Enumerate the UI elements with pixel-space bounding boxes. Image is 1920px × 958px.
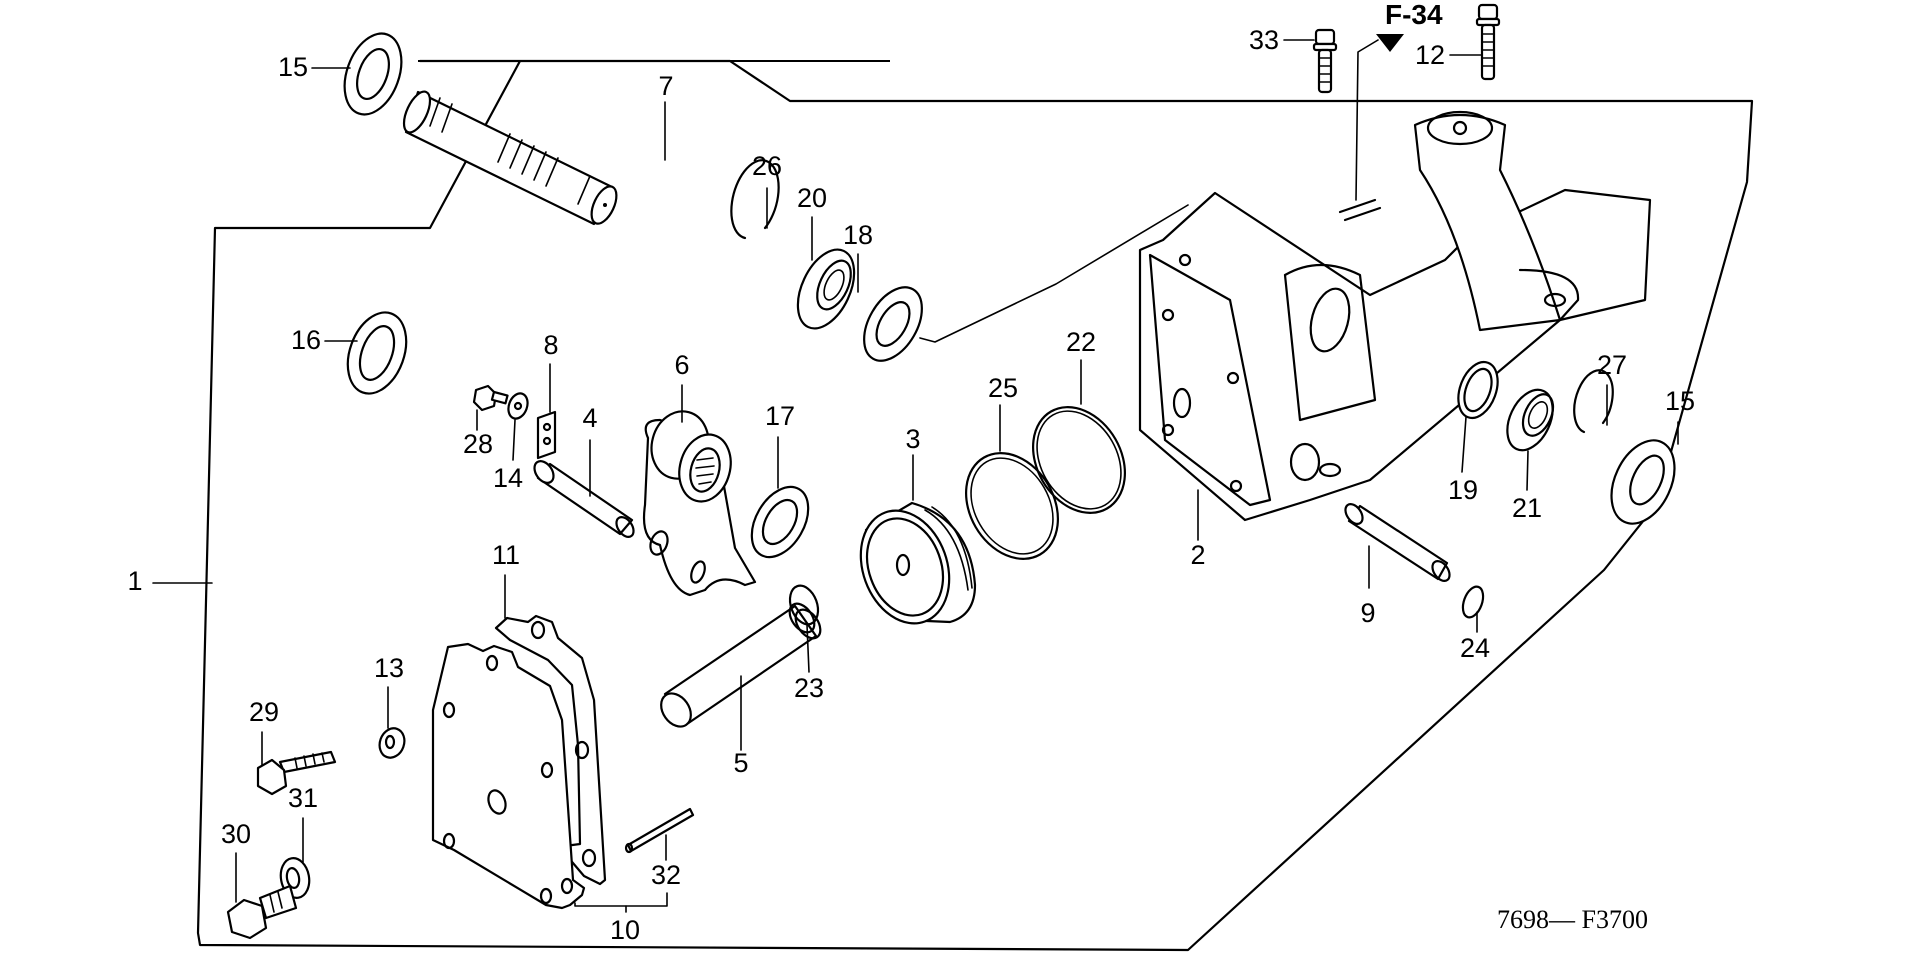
reference-arrow-line xyxy=(1355,39,1379,201)
reference-arrow-icon xyxy=(1376,34,1404,52)
part-26-snap-ring[interactable] xyxy=(730,159,780,240)
callout-33[interactable]: 33 xyxy=(1249,25,1279,55)
callout-4[interactable]: 5 xyxy=(733,748,748,778)
part-14-washer[interactable] xyxy=(505,391,531,422)
callout-14[interactable]: 14 xyxy=(493,463,523,493)
leader-line xyxy=(1461,416,1467,473)
part-18-washer[interactable] xyxy=(852,277,934,370)
part-20-bearing[interactable] xyxy=(786,241,865,337)
callout-19[interactable]: 19 xyxy=(1448,475,1478,505)
leader-line xyxy=(1526,450,1529,491)
part-17-washer[interactable] xyxy=(740,477,820,567)
callout-22[interactable]: 22 xyxy=(1066,327,1096,357)
callout-29[interactable]: 29 xyxy=(249,697,279,727)
callout-30[interactable]: 30 xyxy=(221,819,251,849)
callout-6[interactable]: 6 xyxy=(674,350,689,380)
part-22-ring[interactable] xyxy=(1015,391,1144,530)
part-4-pin[interactable] xyxy=(655,599,825,732)
part-25-ring[interactable] xyxy=(948,437,1077,576)
leader-line xyxy=(512,419,516,461)
part-30-drain-bolt[interactable] xyxy=(226,884,298,940)
callout-18[interactable]: 18 xyxy=(843,220,873,250)
callout-13[interactable]: 13 xyxy=(374,653,404,683)
part-3-piston[interactable] xyxy=(846,498,977,636)
sub-assembly-bracket xyxy=(574,892,668,907)
callout-16[interactable]: 16 xyxy=(291,325,321,355)
callout-17[interactable]: 17 xyxy=(765,401,795,431)
leader-line xyxy=(919,204,1189,343)
part-32-dowel-pin[interactable] xyxy=(624,807,695,854)
callout-7[interactable]: 7 xyxy=(658,71,673,101)
callout-9[interactable]: 9 xyxy=(1360,598,1375,628)
part-2-gear-case[interactable] xyxy=(1138,110,1652,522)
part-8-plate[interactable] xyxy=(536,410,557,460)
part-5-pin[interactable] xyxy=(531,458,637,540)
reference-label[interactable]: F-34 xyxy=(1385,0,1443,30)
callout-8[interactable]: 8 xyxy=(543,330,558,360)
callout-24[interactable]: 24 xyxy=(1460,633,1490,663)
callout-5[interactable]: 4 xyxy=(582,403,597,433)
part-19-seal[interactable] xyxy=(1451,357,1505,424)
part-33-bolt[interactable] xyxy=(1312,28,1338,94)
callout-10[interactable]: 10 xyxy=(610,915,640,945)
callout-32[interactable]: 32 xyxy=(651,860,681,890)
part-9-pin[interactable] xyxy=(1342,501,1453,584)
callout-11[interactable]: 11 xyxy=(492,540,520,570)
callout-27[interactable]: 27 xyxy=(1597,350,1627,380)
callout-26[interactable]: 26 xyxy=(752,151,782,181)
part-13-washer[interactable] xyxy=(376,725,409,761)
callout-1[interactable]: 1 xyxy=(127,566,142,596)
callout-12[interactable]: 12 xyxy=(1415,40,1445,70)
callout-25[interactable]: 25 xyxy=(988,373,1018,403)
callout-2[interactable]: 2 xyxy=(1190,540,1205,570)
part-23-o-ring[interactable] xyxy=(785,582,823,628)
callout-21[interactable]: 21 xyxy=(1512,493,1542,523)
callout-15[interactable]: 15 xyxy=(278,52,308,82)
part-28-bolt[interactable] xyxy=(472,384,509,412)
figure-code: 7698— F3700 xyxy=(1497,905,1648,934)
callout-31[interactable]: 31 xyxy=(288,783,318,813)
cover-plate[interactable] xyxy=(431,642,586,910)
part-29-bolt[interactable] xyxy=(256,750,337,796)
part-15-washer-left[interactable] xyxy=(334,26,412,123)
callout-20[interactable]: 20 xyxy=(797,183,827,213)
callout-23[interactable]: 23 xyxy=(794,673,824,703)
part-12-bolt[interactable] xyxy=(1475,3,1501,81)
part-11-gasket[interactable] xyxy=(494,614,607,886)
part-24-o-ring[interactable] xyxy=(1459,584,1487,620)
assembly-boundary-line xyxy=(196,59,1754,952)
part-6-arm[interactable] xyxy=(642,405,757,597)
callout-3[interactable]: 3 xyxy=(905,424,920,454)
callout-28[interactable]: 28 xyxy=(463,429,493,459)
callout-15-right[interactable]: 15 xyxy=(1665,386,1695,416)
part-27-snap-ring[interactable] xyxy=(1573,369,1614,434)
leader-line xyxy=(806,624,810,673)
part-16-washer[interactable] xyxy=(337,304,416,401)
part-15-washer-right[interactable] xyxy=(1599,430,1687,533)
part-21-bearing[interactable] xyxy=(1498,383,1561,458)
part-7-shaft[interactable] xyxy=(399,88,622,228)
